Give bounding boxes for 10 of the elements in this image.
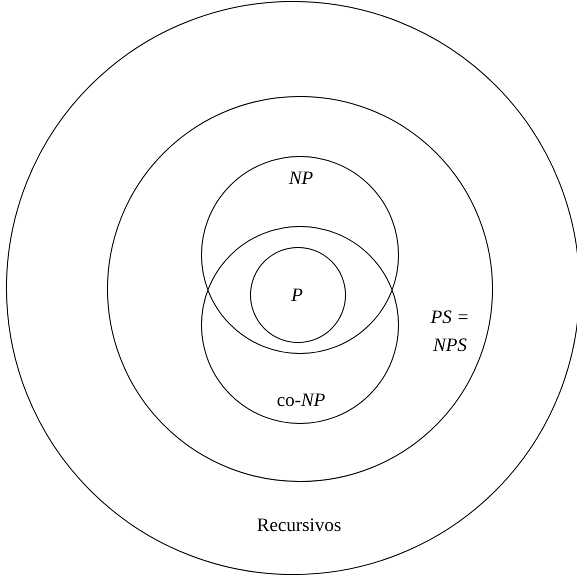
set-circle	[201, 156, 399, 354]
set-circle	[107, 96, 493, 482]
set-label: PS = NPS	[430, 306, 470, 358]
set-label: Recursivos	[256, 514, 342, 538]
set-label: NP	[288, 167, 314, 191]
set-circle	[6, 1, 577, 575]
set-label: co-NP	[276, 389, 326, 413]
set-circle	[201, 226, 399, 424]
set-circle	[250, 247, 346, 343]
set-label: P	[290, 284, 304, 308]
